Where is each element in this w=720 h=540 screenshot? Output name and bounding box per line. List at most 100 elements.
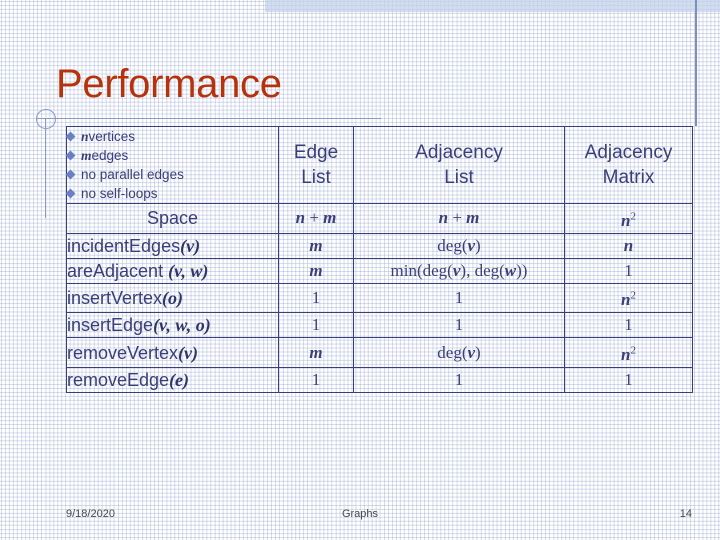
value-edge-list: 1 [311, 287, 321, 307]
column-header-line1: Adjacency [415, 142, 503, 163]
list-item: m edges [65, 146, 278, 165]
cell-edge-list: m [278, 232, 354, 259]
cell-edge-list: 1 [278, 282, 354, 314]
cell-adjacency-matrix: 1 [564, 312, 693, 339]
operation-label: insertVertex [67, 287, 163, 308]
operation-args: (o) [162, 287, 184, 308]
list-item: n vertices [65, 127, 278, 146]
cell-adjacency-list: 1 [353, 366, 565, 393]
assumption-variable: m [81, 148, 92, 163]
value-edge-list: n + m [295, 208, 337, 228]
row-operation-name: areAdjacent (v, w) [66, 257, 279, 284]
column-header-line1: Edge [293, 142, 339, 163]
row-operation-name: insertEdge(v, w, o) [66, 312, 279, 339]
cell-adjacency-list: deg(v) [353, 337, 565, 368]
diamond-bullet-icon [65, 188, 76, 199]
assumption-text: no self-loops [81, 186, 158, 201]
row-operation-name: removeVertex(v) [66, 337, 279, 368]
row-operation-name: Space [66, 203, 279, 234]
footer-date: 9/18/2020 [66, 508, 115, 520]
title-underline-rule [36, 118, 381, 119]
cell-adjacency-list: n + m [353, 203, 565, 234]
cell-adjacency-matrix: n2 [564, 337, 693, 368]
table-header-row: n vertices m edges no parallel edges [65, 126, 693, 204]
cell-adjacency-matrix: n [564, 232, 693, 259]
value-edge-list: m [309, 235, 323, 255]
assumption-text: no parallel edges [81, 167, 184, 182]
value-adjacency-matrix: n2 [621, 210, 636, 230]
footer-topic: Graphs [341, 508, 379, 520]
cell-adjacency-matrix: n2 [564, 282, 693, 314]
assumption-text: edges [91, 148, 129, 163]
cell-adjacency-matrix: 1 [564, 366, 693, 393]
row-operation-name: removeEdge(e) [66, 366, 279, 393]
value-adjacency-matrix: n [623, 235, 634, 255]
left-vertical-rule [45, 118, 46, 218]
operation-args: (v, w) [168, 260, 209, 281]
diamond-bullet-icon [65, 131, 76, 142]
assumptions-cell: n vertices m edges no parallel edges [65, 126, 279, 204]
row-operation-name: insertVertex(o) [66, 282, 279, 314]
operation-label: areAdjacent [67, 260, 169, 281]
cell-adjacency-list: deg(v) [353, 232, 565, 259]
operation-label: Space [146, 208, 199, 229]
table-row: Space n + m n + m n2 [66, 203, 693, 234]
value-adjacency-matrix: 1 [624, 315, 633, 335]
value-adjacency-list: deg(v) [437, 342, 481, 362]
cell-edge-list: 1 [278, 312, 354, 339]
operation-args: (v, w, o) [153, 315, 211, 336]
operation-args: (v) [180, 235, 201, 256]
list-item: no parallel edges [65, 165, 278, 184]
table-row: insertEdge(v, w, o) 1 1 1 [66, 312, 693, 339]
diamond-bullet-icon [65, 169, 76, 180]
cell-edge-list: m [278, 337, 354, 368]
value-adjacency-matrix: n2 [621, 344, 636, 364]
performance-table: n vertices m edges no parallel edges [65, 126, 693, 393]
value-edge-list: 1 [311, 315, 321, 335]
value-adjacency-list: 1 [454, 315, 464, 335]
diamond-bullet-icon [65, 150, 76, 161]
cell-edge-list: m [278, 257, 354, 284]
cell-edge-list: n + m [278, 203, 354, 234]
footer-page-number: 14 [679, 508, 692, 520]
page-title: Performance [56, 62, 282, 106]
column-header-edge-list: Edge List [278, 126, 354, 204]
value-adjacency-matrix: n2 [621, 289, 636, 310]
value-adjacency-matrix: 1 [624, 369, 633, 389]
value-adjacency-list: n + m [438, 208, 480, 228]
value-adjacency-list: deg(v) [437, 235, 481, 255]
column-header-adjacency-matrix: Adjacency Matrix [564, 126, 693, 204]
operation-label: removeVertex [67, 342, 179, 363]
operation-label: removeEdge [67, 369, 170, 390]
value-adjacency-matrix: 1 [624, 260, 633, 280]
column-header-line2: List [301, 167, 331, 188]
assumption-text: vertices [88, 129, 136, 144]
column-header-line2: List [444, 167, 474, 188]
value-adjacency-list: min(deg(v), deg(w)) [390, 260, 528, 280]
operation-label: insertEdge [67, 315, 154, 336]
assumption-variable: n [81, 129, 89, 144]
column-header-adjacency-list: Adjacency List [353, 126, 565, 204]
operation-label: incidentEdges [67, 235, 181, 256]
column-header-line1: Adjacency [584, 142, 673, 163]
cell-adjacency-list: 1 [353, 312, 565, 339]
value-adjacency-list: 1 [454, 287, 464, 307]
slide-footer: 9/18/2020 Graphs 14 [0, 508, 720, 528]
cell-adjacency-matrix: 1 [564, 257, 693, 284]
cell-edge-list: 1 [278, 366, 354, 393]
cell-adjacency-list: 1 [353, 282, 565, 314]
value-edge-list: m [309, 260, 323, 280]
table-row: removeEdge(e) 1 1 1 [66, 366, 693, 393]
right-vertical-rule [695, 0, 697, 126]
cell-adjacency-matrix: n2 [564, 203, 693, 234]
circle-decoration-icon [36, 109, 56, 129]
value-adjacency-list: 1 [454, 369, 464, 389]
value-edge-list: m [309, 342, 323, 362]
cell-adjacency-list: min(deg(v), deg(w)) [353, 257, 565, 284]
list-item: no self-loops [65, 184, 278, 203]
table-row: insertVertex(o) 1 1 n2 [66, 282, 693, 314]
top-decoration-band [265, 0, 720, 12]
row-operation-name: incidentEdges(v) [66, 232, 279, 259]
table-row: areAdjacent (v, w) m min(deg(v), deg(w))… [66, 257, 693, 284]
operation-args: (v) [178, 342, 199, 363]
